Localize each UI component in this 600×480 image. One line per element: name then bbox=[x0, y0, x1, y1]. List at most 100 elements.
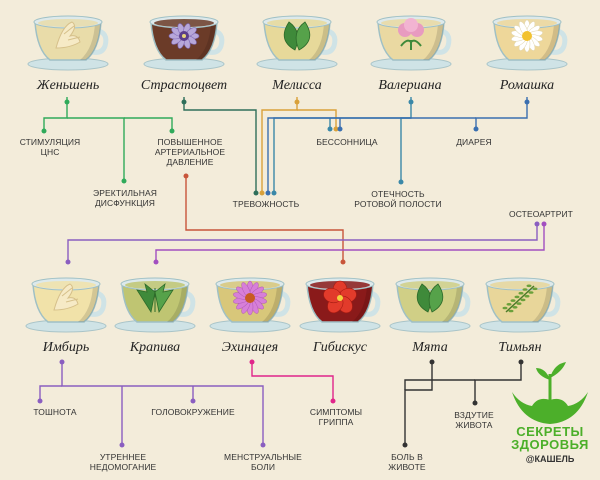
connector-dot bbox=[472, 400, 478, 406]
connector-dot bbox=[524, 99, 530, 105]
label-high-blood-pressure: ПОВЫШЕННОЕ АРТЕРИАЛЬНОЕ ДАВЛЕНИЕ bbox=[154, 137, 226, 167]
tea-name-ginseng: Женьшень bbox=[36, 78, 100, 93]
label-stomach-pain: БОЛЬ В ЖИВОТЕ bbox=[388, 452, 426, 472]
connector-lines bbox=[37, 97, 547, 448]
connector-dot bbox=[473, 126, 479, 132]
connector-dot bbox=[337, 126, 343, 132]
tea-name-melissa: Мелисса bbox=[272, 78, 322, 93]
cup-mint-leaves bbox=[389, 277, 471, 333]
tea-name-echinacea: Эхинацея bbox=[221, 340, 279, 355]
nettle-leaves-icon bbox=[136, 282, 174, 314]
ginseng-root-icon bbox=[55, 21, 81, 49]
passionflower-icon bbox=[168, 23, 200, 49]
connector-dot bbox=[169, 128, 175, 134]
connector-dot bbox=[398, 179, 404, 185]
cup-echinacea-flower bbox=[209, 277, 291, 333]
connector-dot bbox=[408, 99, 414, 105]
label-cns-stimulation: СТИМУЛЯЦИЯ ЦНС bbox=[19, 137, 81, 157]
tea-name-ginger: Имбирь bbox=[42, 340, 90, 355]
cup-ginger-root bbox=[25, 277, 107, 333]
ginger-root-icon bbox=[53, 283, 79, 311]
connector-dot bbox=[271, 190, 277, 196]
tea-name-thyme: Тимьян bbox=[498, 340, 542, 355]
connector-dot bbox=[330, 398, 336, 404]
tea-name-hibiscus: Гибискус bbox=[313, 340, 367, 355]
label-erectile-dysfunction: ЭРЕКТИЛЬНАЯ ДИСФУНКЦИЯ bbox=[93, 188, 157, 208]
label-bloating: ВЗДУТИЕ ЖИВОТА bbox=[454, 410, 494, 430]
chamomile-icon bbox=[511, 19, 543, 53]
connector-dot bbox=[265, 190, 271, 196]
connector-dot bbox=[121, 178, 127, 184]
line-ginseng-pressure bbox=[124, 117, 173, 132]
label-osteoarthritis: ОСТЕОАРТРИТ bbox=[509, 209, 573, 219]
line-chamomile-diarrhea bbox=[475, 97, 528, 130]
label-flu-symptoms: СИМПТОМЫ ГРИППА bbox=[309, 407, 363, 427]
tea-name-mint: Мята bbox=[412, 340, 448, 355]
line-ginger-nausea bbox=[39, 385, 62, 402]
label-diarrhea: ДИАРЕЯ bbox=[456, 137, 492, 147]
brand-handle: @КАШЕЛЬ bbox=[525, 454, 575, 464]
connector-dot bbox=[260, 442, 266, 448]
bottom-cups-row bbox=[25, 277, 561, 333]
mint-leaves-icon bbox=[416, 283, 444, 313]
connector-dot bbox=[327, 126, 333, 132]
connector-dot bbox=[429, 359, 435, 365]
line-ginger-arthritis bbox=[67, 222, 538, 262]
connector-dot bbox=[249, 359, 255, 365]
brand-line1: СЕКРЕТЫ bbox=[516, 424, 584, 439]
connector-dot bbox=[333, 126, 339, 132]
label-mouth-swelling: ОТЕЧНОСТЬ РОТОВОЙ ПОЛОСТИ bbox=[354, 189, 442, 209]
connector-dot bbox=[64, 99, 70, 105]
line-ginger-menstrual bbox=[61, 360, 264, 446]
valerian-flower-icon bbox=[398, 18, 424, 50]
cup-thyme-sprig bbox=[479, 277, 561, 333]
brand-logo bbox=[512, 362, 588, 424]
line-thyme-stomach bbox=[404, 379, 475, 390]
connector-dot bbox=[181, 99, 187, 105]
label-insomnia: БЕССОННИЦА bbox=[316, 137, 378, 147]
cup-chamomile bbox=[486, 15, 568, 71]
label-menstrual-pain: МЕНСТРУАЛЬНЫЕ БОЛИ bbox=[224, 452, 302, 472]
hibiscus-flower-icon bbox=[323, 280, 357, 314]
connector-dot bbox=[534, 221, 540, 227]
line-nettle-arthritis bbox=[155, 222, 545, 262]
connector-dot bbox=[183, 173, 189, 179]
connector-dot bbox=[190, 398, 196, 404]
connector-dot bbox=[41, 128, 47, 134]
label-nausea: ТОШНОТА bbox=[33, 407, 77, 417]
tea-name-nettle: Крапива bbox=[129, 340, 181, 355]
cup-ginseng-root bbox=[27, 15, 109, 71]
top-cups-row bbox=[27, 15, 568, 71]
label-dizziness: ГОЛОВОКРУЖЕНИЕ bbox=[151, 407, 235, 417]
tea-name-chamomile: Ромашка bbox=[499, 78, 555, 93]
connector-dot bbox=[37, 398, 43, 404]
label-morning-sickness: УТРЕННЕЕ НЕДОМОГАНИЕ bbox=[89, 452, 157, 472]
connector-dot bbox=[340, 259, 346, 265]
connector-dot bbox=[518, 359, 524, 365]
cup-melissa-leaves bbox=[256, 15, 338, 71]
connector-dot bbox=[541, 221, 547, 227]
connector-dot bbox=[119, 442, 125, 448]
cup-nettle-leaves bbox=[114, 277, 196, 333]
thyme-sprig-icon bbox=[502, 284, 538, 313]
line-thyme-bloating bbox=[474, 360, 522, 404]
connector-dot bbox=[402, 442, 408, 448]
line-chamomile-anxiety bbox=[267, 117, 476, 194]
melissa-leaves-icon bbox=[283, 21, 311, 51]
cup-hibiscus-flower bbox=[299, 277, 381, 333]
label-anxiety: ТРЕВОЖНОСТЬ bbox=[232, 199, 300, 209]
hands-sprout-icon bbox=[512, 362, 588, 424]
tea-name-passionflower: Страстоцвет bbox=[140, 78, 228, 93]
line-hibiscus-pressure bbox=[185, 175, 344, 262]
line-melissa-insomnia bbox=[297, 109, 337, 130]
connector-dot bbox=[294, 99, 300, 105]
tea-name-valerian: Валериана bbox=[378, 78, 442, 93]
connector-dot bbox=[65, 259, 71, 265]
connector-dot bbox=[259, 190, 265, 196]
line-mint-stomach bbox=[404, 360, 433, 446]
line-ginseng-cns bbox=[43, 97, 68, 132]
connector-dot bbox=[253, 190, 259, 196]
cup-passionflower bbox=[143, 15, 225, 71]
line-valerian-halitosis bbox=[400, 117, 411, 183]
